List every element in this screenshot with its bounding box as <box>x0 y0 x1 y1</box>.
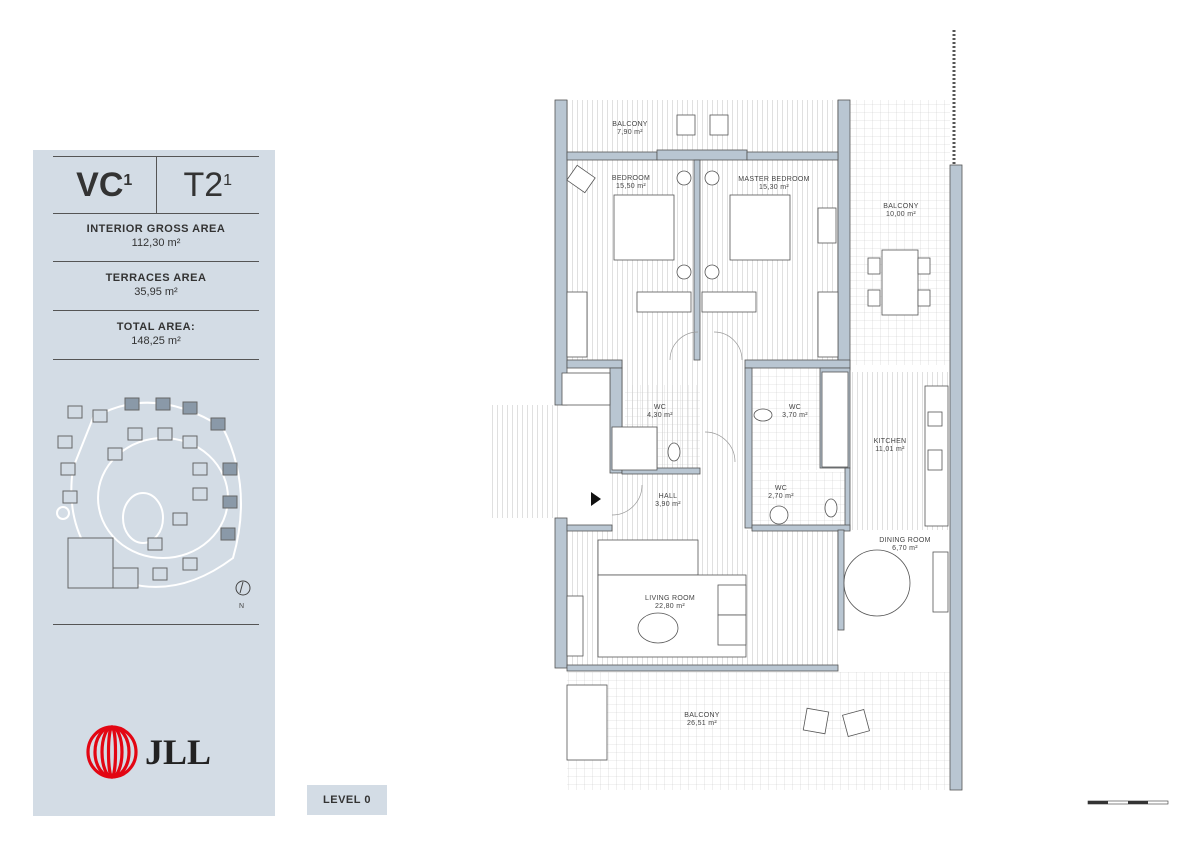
room-area: 22,80 m² <box>655 603 685 610</box>
room-area: 2,70 m² <box>768 493 794 500</box>
type-sup: 1 <box>223 172 233 189</box>
room-area: 7,90 m² <box>617 129 643 136</box>
block-label: VC <box>76 165 124 204</box>
level-badge: LEVEL 0 <box>307 785 387 815</box>
scale-bar <box>1087 800 1169 805</box>
door-swings <box>611 331 743 516</box>
room-name: WC <box>654 404 666 411</box>
block-sup: 1 <box>123 172 133 189</box>
room-name: BALCONY <box>883 203 919 210</box>
room-area: 15,30 m² <box>759 184 789 191</box>
entrance-arrow-icon <box>591 492 601 506</box>
room-name: WC <box>775 485 787 492</box>
terraces-area: TERRACES AREA 35,95 m² <box>53 262 259 311</box>
room-area: 3,70 m² <box>782 412 808 419</box>
room-name: BALCONY <box>684 712 720 719</box>
type-label: T2 <box>183 165 224 204</box>
balcony-right-floor <box>850 100 950 365</box>
area-value: 148,25 m² <box>131 335 181 347</box>
room-area: 4,30 m² <box>647 412 673 419</box>
total-area: TOTAL AREA: 148,25 m² <box>53 311 259 360</box>
room-area: 3,90 m² <box>655 501 681 508</box>
room-name: DINING ROOM <box>879 537 931 544</box>
area-label: INTERIOR GROSS AREA <box>86 223 226 235</box>
area-label: TOTAL AREA: <box>116 321 196 333</box>
furniture <box>561 114 949 761</box>
jll-logo-mark-icon <box>86 725 138 779</box>
balcony-bottom-floor <box>567 672 962 790</box>
room-name: MASTER BEDROOM <box>738 176 809 183</box>
room-name: KITCHEN <box>874 438 907 445</box>
room-area: 11,01 m² <box>875 446 905 453</box>
room-name: LIVING ROOM <box>645 595 695 602</box>
area-value: 35,95 m² <box>134 286 178 298</box>
jll-logo-text: JLL <box>145 732 212 772</box>
interior-area: INTERIOR GROSS AREA 112,30 m² <box>53 213 259 262</box>
room-name: BALCONY <box>612 121 648 128</box>
room-name: WC <box>789 404 801 411</box>
room-area: 10,00 m² <box>886 211 916 218</box>
jll-logo: JLL <box>85 725 211 779</box>
site-plan-drawing: N <box>56 397 251 610</box>
terrace-left-floor <box>491 405 559 518</box>
site-map: N <box>53 388 259 625</box>
area-value: 112,30 m² <box>131 237 181 249</box>
room-area: 15,50 m² <box>616 183 646 190</box>
room-area: 6,70 m² <box>892 545 918 552</box>
area-label: TERRACES AREA <box>105 272 207 284</box>
room-name: BEDROOM <box>612 175 650 182</box>
room-name: HALL <box>659 493 678 500</box>
north-label: N <box>239 603 244 610</box>
bedrooms-floor <box>567 160 838 360</box>
room-area: 26,51 m² <box>687 720 717 727</box>
balcony-top-floor <box>567 100 838 155</box>
